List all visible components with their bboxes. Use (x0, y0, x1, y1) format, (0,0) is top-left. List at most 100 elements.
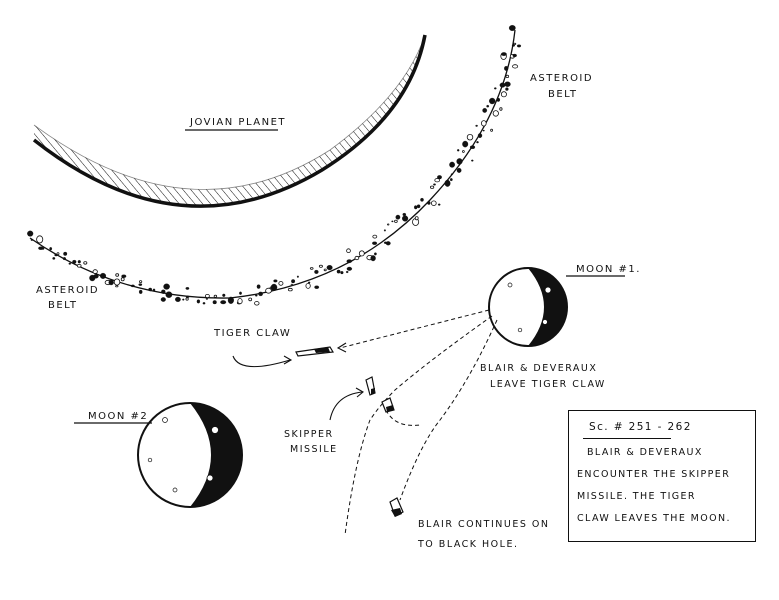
jovian-planet-label: JOVIAN PLANET (190, 117, 287, 128)
skipper-missile-ship (365, 376, 376, 396)
asteroid-rock (494, 87, 497, 90)
asteroid-rock (139, 280, 143, 284)
skipper-pointer (329, 391, 363, 421)
asteroid-rock (489, 97, 496, 105)
caption-line-4: CLAW LEAVES THE MOON. (577, 513, 731, 524)
asteroid-rock (49, 247, 53, 251)
scene-caption-box: Sc. # 251 - 262 BLAIR & DEVERAUX ENCOUNT… (568, 410, 756, 542)
asteroid-rock (237, 298, 243, 305)
caption-line-3: MISSILE. THE TIGER (577, 491, 696, 502)
asteroid-rock (68, 262, 72, 265)
asteroid-rock (83, 261, 88, 265)
asteroid-rock (370, 255, 376, 262)
asteroid-rock (482, 129, 485, 132)
skipper-missile-label-2: MISSILE (290, 444, 338, 455)
blair-continues-label-1: BLAIR CONTINUES ON (418, 519, 550, 530)
asteroid-rock (402, 215, 409, 222)
moon-1-label: MOON #1. (576, 264, 641, 275)
asteroid-rock (120, 277, 125, 282)
asteroid-rock (30, 238, 34, 241)
asteroid-rock (56, 252, 60, 256)
asteroid-rock (255, 294, 258, 297)
asteroid-rock (212, 300, 217, 305)
asteroid-rock (185, 297, 189, 301)
asteroid-rock (113, 278, 121, 286)
asteroid-rock (486, 104, 490, 108)
trajectories (339, 309, 498, 536)
asteroid-rock (196, 299, 201, 304)
asteroid-rock (449, 161, 455, 168)
moon-2-label: MOON #2 (88, 411, 149, 422)
asteroid-rock (27, 230, 34, 237)
asteroid-rock (36, 235, 44, 244)
asteroid-rock (387, 223, 390, 226)
asteroid-rock (420, 197, 424, 202)
caption-line-1: BLAIR & DEVERAUX (587, 447, 703, 458)
asteroid-rock (462, 150, 465, 153)
asteroid-rock (165, 291, 173, 298)
asteroid-rock (414, 216, 419, 221)
asteroid-rock (430, 200, 437, 206)
asteroid-rock (318, 264, 323, 268)
asteroid-rock (434, 178, 441, 183)
asteroid-rock (248, 297, 253, 302)
asteroid-rock (505, 87, 509, 91)
asteroid-rock (290, 283, 294, 287)
asteroid-rock (309, 267, 314, 270)
skipper-missile-label-1: SKIPPER (284, 429, 334, 440)
asteroid-rock (258, 291, 263, 297)
asteroid-rock (314, 269, 319, 274)
asteroid-rock (437, 175, 442, 180)
asteroid-rock (92, 269, 98, 274)
asteroid-rock (372, 241, 378, 245)
asteroid-rock (504, 81, 511, 87)
asteroid-rock (239, 291, 242, 295)
asteroid-rock (222, 293, 226, 297)
asteroid-rock (469, 145, 476, 149)
asteroid-rock (450, 173, 454, 175)
tiger-claw-ship (295, 346, 334, 357)
blair-continues-label-2: TO BLACK HOLE. (418, 539, 519, 550)
asteroid-rock (505, 74, 510, 79)
asteroid-rock (115, 273, 120, 277)
asteroid-rock (256, 284, 261, 289)
asteroid-rock (336, 269, 341, 274)
asteroid-rock (227, 296, 234, 304)
asteroid-rock (372, 234, 378, 239)
asteroid-rock (492, 110, 499, 117)
asteroid-rock (185, 295, 190, 298)
asteroid-rock (457, 149, 460, 152)
blair-fighter-ship (389, 497, 404, 517)
asteroid-rock (204, 293, 210, 298)
asteroid-rock (182, 298, 185, 301)
asteroid-rock (307, 281, 311, 284)
asteroid-rock (394, 219, 398, 223)
asteroid-rock (475, 124, 478, 127)
blair-leave-label-2: LEAVE TIGER CLAW (490, 379, 606, 390)
tiger-claw-pointer (232, 355, 291, 368)
asteroid-rock (291, 279, 296, 284)
asteroid-rock (185, 287, 190, 290)
asteroid-rock (254, 301, 260, 306)
asteroid-rock (476, 141, 479, 144)
asteroid-rock (121, 274, 127, 278)
asteroid-rock (76, 263, 82, 268)
trajectory-arrowhead (336, 342, 347, 353)
asteroid-rock (504, 66, 509, 71)
asteroid-rock (346, 259, 353, 264)
asteroid-rock (449, 178, 453, 182)
asteroid-rock (499, 82, 506, 88)
asteroid-rock (414, 205, 418, 210)
asteroid-belt-left-label-2: BELT (48, 300, 78, 311)
asteroid-rock (516, 44, 522, 48)
asteroid-rock (437, 203, 441, 206)
asteroid-rock (205, 298, 209, 300)
asteroid-belt-top-label-1: ASTEROID (530, 73, 594, 84)
caption-line-2: ENCOUNTER THE SKIPPER (577, 469, 731, 480)
asteroid-rock (385, 241, 391, 246)
asteroid-rock (93, 274, 99, 279)
scene-number-underline (583, 438, 671, 439)
asteroid-rock (287, 287, 293, 292)
asteroid-rock (471, 159, 474, 162)
